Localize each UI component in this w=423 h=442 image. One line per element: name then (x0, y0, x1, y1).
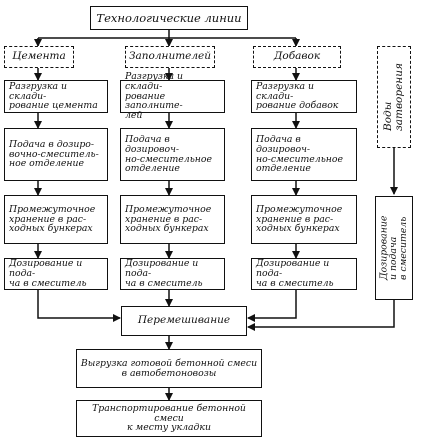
header-cement: Цемента (4, 46, 74, 68)
unload-box: Выгрузка готовой бетонной смеси в автобе… (76, 349, 262, 388)
header-water: Воды затворения (377, 46, 411, 148)
mixing-box: Перемешивание (121, 306, 247, 336)
arrow-add-to-mixing (247, 290, 297, 322)
add-step-unloading: Разгрузка и склади- рование добавок (251, 80, 357, 113)
agg-step-storage: Промежуточное хранение в рас- ходных бун… (120, 195, 225, 244)
water-step-dosing: Дозирование и подача в смеситель (375, 196, 413, 300)
agg-step-dosing: Дозирование и пода- ча в смеситель (120, 258, 225, 290)
cement-step-storage: Промежуточное хранение в рас- ходных бун… (4, 195, 108, 244)
cement-step-unloading: Разгрузка и склади- рование цемента (4, 80, 108, 113)
header-aggregates: Заполнителей (125, 46, 215, 68)
header-additives: Добавок (253, 46, 341, 68)
arrow-water-to-mixing (247, 300, 395, 331)
arrow-cement-to-mixing (37, 290, 121, 322)
cement-step-feeding: Подача в дозиро- вочно-смеситель- ное от… (4, 128, 108, 181)
agg-step-feeding: Подача в дозировоч- но-смесительное отде… (120, 128, 225, 181)
title-box: Технологические линии (90, 6, 248, 30)
agg-step-unloading: Разгрузка и склади- рование заполните- л… (120, 72, 225, 121)
add-step-feeding: Подача в дозировоч- но-смесительное отде… (251, 128, 357, 181)
add-step-dosing: Дозирование и пода- ча в смеситель (251, 258, 357, 290)
transport-box: Транспортирование бетонной смеси к месту… (76, 400, 262, 437)
add-step-storage: Промежуточное хранение в рас- ходных бун… (251, 195, 357, 244)
cement-step-dosing: Дозирование и пода- ча в смеситель (4, 258, 108, 290)
